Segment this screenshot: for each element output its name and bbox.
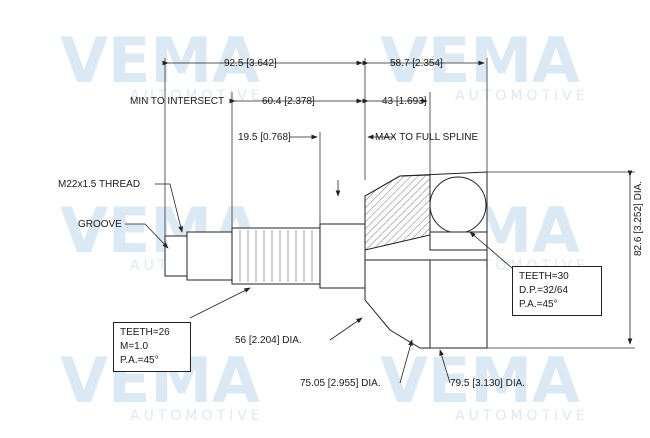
dimension-lines [162,60,633,345]
spec-left-teeth: TEETH=26 [120,327,170,338]
shaft-neck [319,223,366,289]
label-groove: GROOVE [78,219,122,230]
thread-tip [164,235,188,277]
dim-92-5: 92.5 [3.642] [224,58,277,69]
dim-19-5: 19.5 [0.768] [238,132,291,143]
splined-shaft [231,227,321,285]
spec-box-right: TEETH=30 D.P.=32/64 P.A.=45° [512,266,602,316]
watermark-sub: AUTOMOTIVE [130,88,264,104]
spec-box-left: TEETH=26 M=1.0 P.A.=45° [113,322,191,372]
ball-race [429,176,487,234]
dim-75-05: 75.05 [2.955] DIA. [300,378,381,389]
label-thread: M22x1.5 THREAD [58,179,140,190]
spec-right-teeth: TEETH=30 [519,271,569,282]
label-max-spline: MAX TO FULL SPLINE [375,132,479,143]
shaft-nut [186,231,233,281]
dim-82-6: 82.6 [3.252] DIA. [633,181,644,256]
spec-left-module: M=1.0 [120,341,149,352]
inner-cage [429,231,488,251]
dim-58-7: 58.7 [2.354] [390,58,443,69]
dim-43: 43 [1.693] [382,96,427,107]
extension-lines [164,58,635,349]
leader-lines [125,183,513,384]
watermark-sub: AUTOMOTIVE [455,408,589,424]
dim-60-4: 60.4 [2.378] [262,96,315,107]
spec-right-pa: P.A.=45° [519,299,558,310]
label-min-intersect: MIN TO INTERSECT [130,96,224,107]
spec-right-dp: D.P.=32/64 [519,285,569,296]
dim-56: 56 [2.204] DIA. [235,335,302,346]
dimension-labels: 92.5 [3.642] 58.7 [2.354] MIN TO INTERSE… [58,58,644,389]
watermark-brand: VEMA [380,344,580,417]
watermark-brand: VEMA [60,24,260,97]
watermark-brand: VEMA [380,24,580,97]
dim-79-5: 79.5 [3.130] DIA. [450,378,525,389]
watermark-sub: AUTOMOTIVE [130,408,264,424]
cv-joint-body [164,171,488,349]
spec-left-pa: P.A.=45° [120,355,159,366]
watermark-sub: AUTOMOTIVE [455,88,589,104]
